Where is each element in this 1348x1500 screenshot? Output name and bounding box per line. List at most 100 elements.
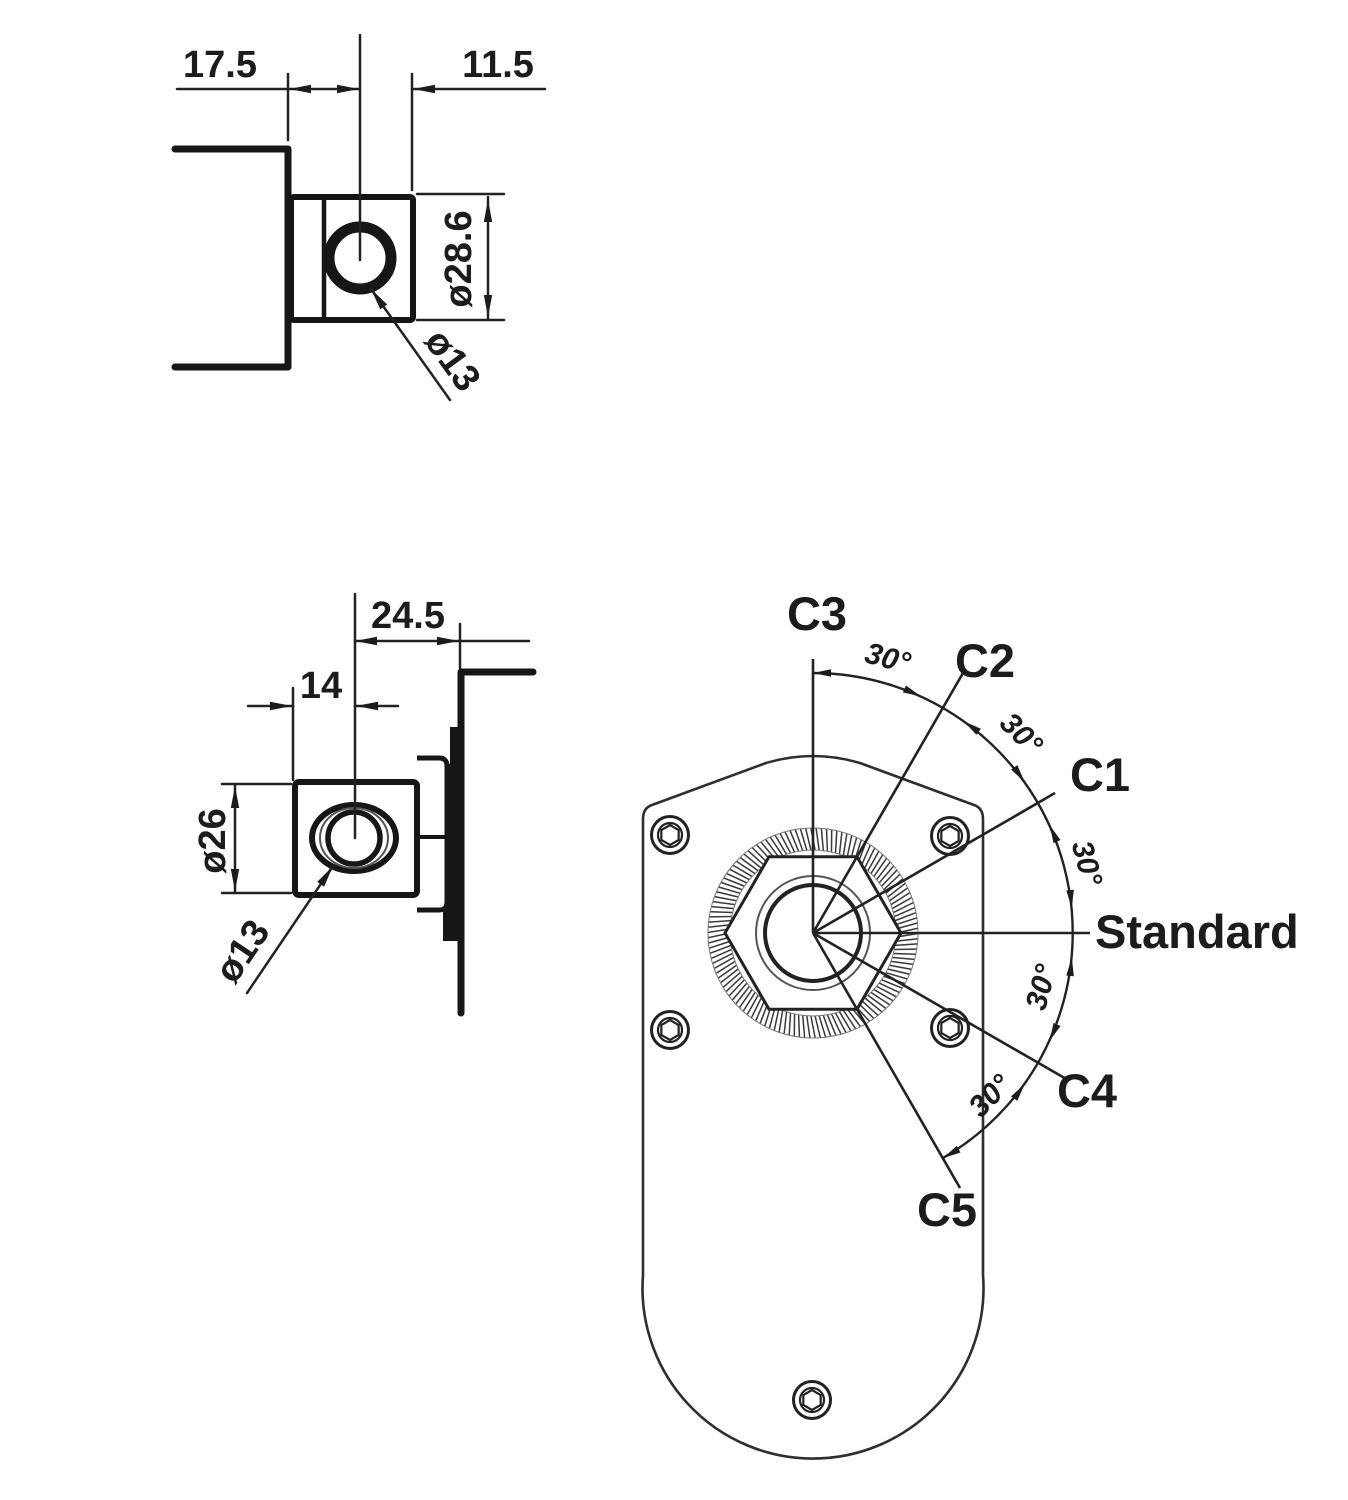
- dim-outer-diameter-label: ø26: [192, 808, 234, 873]
- knurl-spoke: [889, 887, 909, 902]
- knurl-spoke: [722, 972, 741, 988]
- dim-face-to-center-label: 14: [300, 665, 342, 707]
- knurl-spoke: [716, 891, 739, 898]
- knurl-spoke: [799, 828, 808, 851]
- position-label-c3: C3: [787, 587, 847, 640]
- knurl-spoke: [883, 873, 901, 891]
- socket-screw: [930, 1008, 970, 1048]
- knurl-spoke: [815, 827, 820, 851]
- knurl-spoke: [735, 860, 756, 875]
- knurl-spoke: [712, 900, 736, 906]
- screw-detail: [936, 822, 964, 850]
- position-label-c4: C4: [1057, 1064, 1117, 1117]
- screw-detail: [660, 823, 680, 847]
- knurl-spoke: [890, 960, 914, 966]
- knurl-spoke: [750, 997, 762, 1019]
- knurl-spoke: [818, 1015, 827, 1038]
- screw-detail: [936, 1014, 964, 1042]
- wall-outline: [457, 668, 537, 1017]
- flange-outline: [417, 755, 450, 913]
- arrowhead: [813, 669, 831, 677]
- knurl-spoke: [875, 861, 891, 881]
- knurl-spoke: [846, 835, 853, 858]
- knurl-spoke: [806, 1015, 811, 1039]
- knurl-spoke: [895, 917, 918, 926]
- screw-detail: [660, 1018, 680, 1042]
- dim-hole-diameter-label: ø13: [416, 322, 488, 400]
- knurl-spoke: [779, 832, 792, 854]
- knurl-spoke: [842, 833, 848, 856]
- arrowhead: [1066, 889, 1074, 909]
- screw-detail: [656, 1016, 684, 1044]
- knurl-spoke: [797, 1014, 801, 1038]
- knurl-spoke: [769, 836, 784, 857]
- screw-detail: [940, 1016, 960, 1040]
- knurl-spoke: [860, 999, 879, 1016]
- arrowhead: [356, 701, 378, 711]
- knurl-spoke: [834, 830, 838, 854]
- position-label-c2: C2: [955, 634, 1015, 687]
- knurl-spoke: [867, 994, 887, 1010]
- knurl-spoke: [878, 982, 900, 994]
- knurl-spoke: [881, 979, 903, 989]
- position-radial-lines: [811, 659, 1090, 1189]
- angle-label-c3-c2: 30°: [861, 637, 914, 681]
- knurl-spoke: [720, 881, 743, 891]
- arrowhead: [963, 721, 981, 735]
- knurl-spoke: [718, 886, 741, 895]
- knurl-spoke: [867, 850, 880, 872]
- leader-line-hole: [369, 287, 452, 402]
- socket-screw: [650, 1010, 690, 1050]
- knurl-spoke: [885, 971, 908, 980]
- knurl-spoke: [710, 910, 733, 914]
- knurl-spoke: [764, 838, 780, 858]
- wall-outline: [171, 145, 292, 371]
- knurl-spoke: [713, 956, 735, 970]
- angle-label-c1-standard: 30°: [1065, 837, 1109, 890]
- arrowhead: [317, 866, 333, 887]
- knurl-spoke: [712, 952, 733, 965]
- knurl-spoke: [878, 865, 895, 884]
- knurl-spoke: [709, 944, 732, 955]
- position-label-c5: C5: [917, 1183, 977, 1236]
- position-label-standard: Standard: [1095, 905, 1299, 958]
- screw-detail: [656, 821, 684, 849]
- knurl-spoke: [895, 937, 918, 943]
- knurl-spoke: [873, 857, 888, 877]
- extension-lines: [291, 622, 462, 782]
- knurl-spoke: [894, 911, 917, 922]
- knurl-spoke: [742, 992, 756, 1012]
- knurl-spoke: [887, 968, 910, 975]
- knurl-spoke: [743, 853, 762, 869]
- arrowhead: [1049, 1022, 1061, 1041]
- knurl-spoke: [735, 985, 751, 1005]
- dim-hole-diameter-label: ø13: [207, 913, 278, 991]
- knurl-spoke: [834, 1012, 847, 1034]
- dim-center-to-face-label: 11.5: [462, 44, 534, 86]
- arrowhead: [337, 84, 359, 94]
- socket-screw: [792, 1380, 832, 1420]
- screw-detail: [940, 824, 960, 848]
- knurl-spoke: [723, 877, 745, 887]
- knurl-spoke: [774, 834, 788, 855]
- screw-detail: [792, 1380, 832, 1420]
- arrowhead: [230, 869, 240, 891]
- dim-outer-diameter-label: ø28.6: [438, 210, 480, 307]
- arrowhead: [1049, 825, 1061, 844]
- wall-section-upper: [450, 727, 461, 764]
- bearing-block: [288, 194, 416, 323]
- knurl-spoke: [893, 901, 914, 914]
- knurl-spoke: [794, 829, 804, 851]
- knurl-spoke: [747, 850, 766, 867]
- knurl-spoke: [728, 979, 745, 997]
- knurl-spoke: [860, 844, 872, 866]
- knurl-spoke: [738, 989, 753, 1009]
- angle-label-standard-c4: 30°: [1020, 960, 1064, 1013]
- arrowhead: [413, 84, 435, 94]
- arrowhead: [1066, 957, 1074, 977]
- radial-line-c4: [812, 931, 1069, 1082]
- angle-arc-arrows: [813, 669, 1074, 1159]
- knurl-spoke: [789, 830, 800, 852]
- knurl-spoke: [739, 856, 759, 872]
